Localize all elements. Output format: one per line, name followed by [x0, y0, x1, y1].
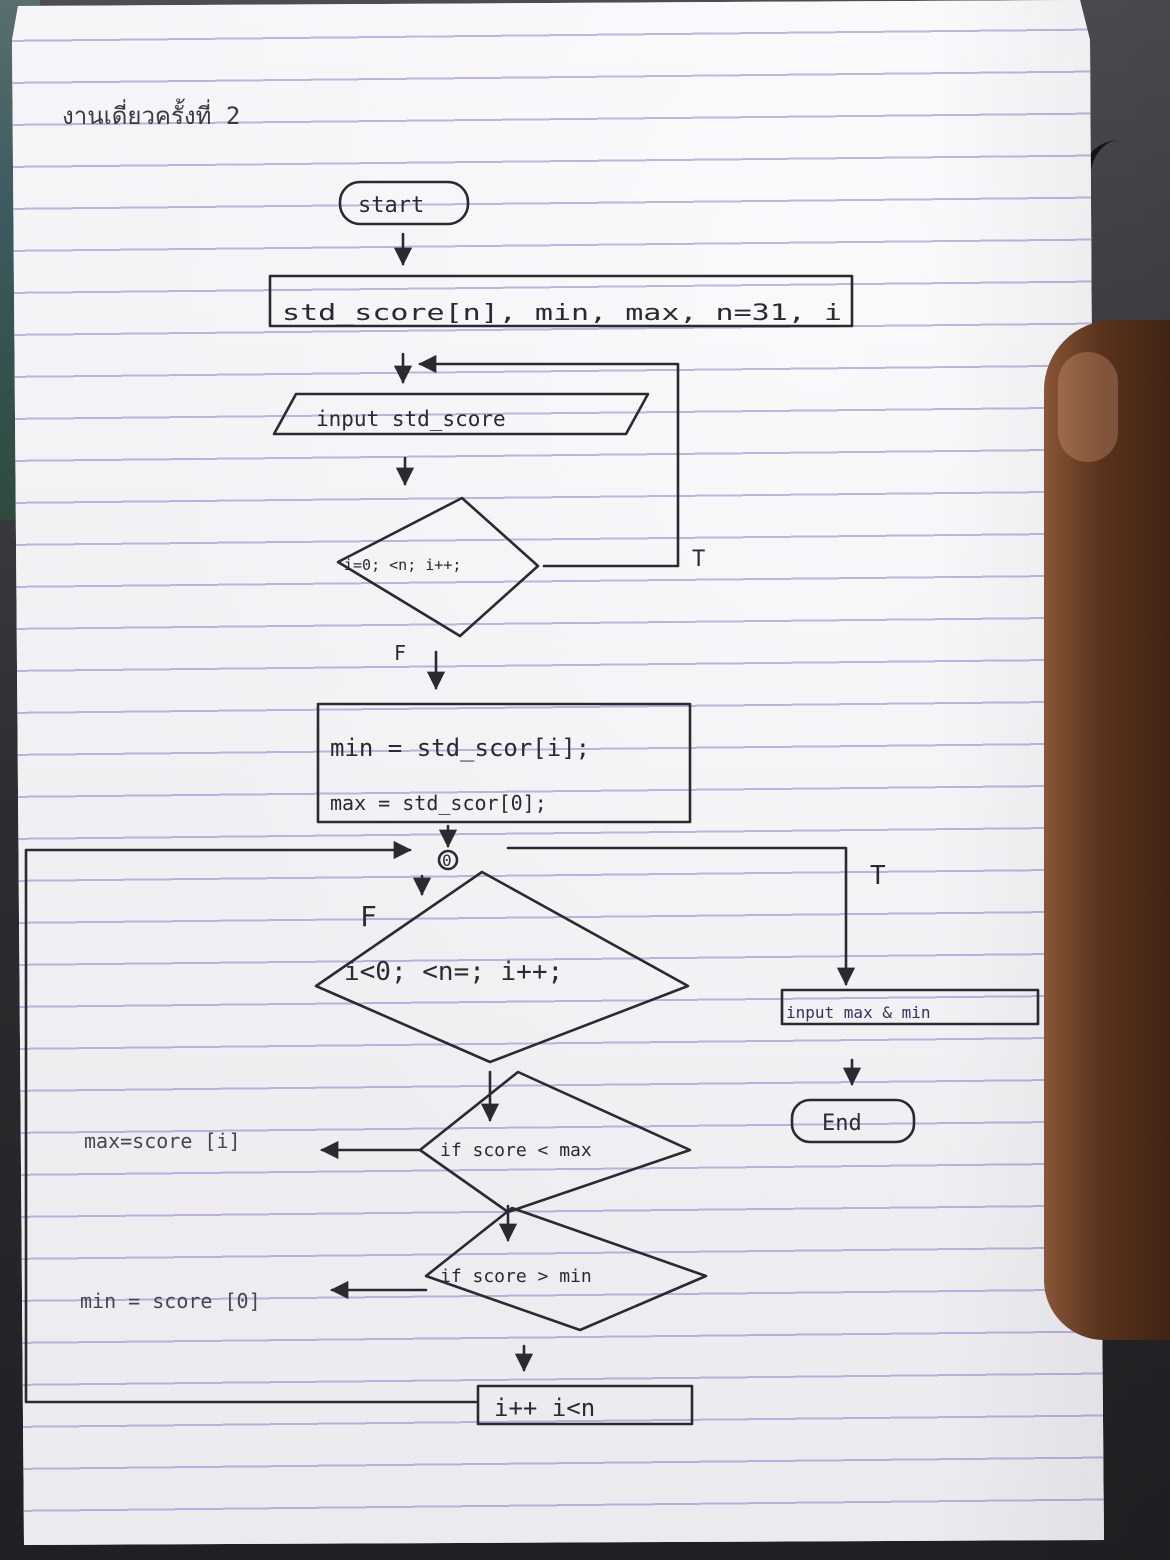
- loop2-true-label: T: [870, 861, 886, 891]
- connector-label: 0: [442, 851, 452, 870]
- connector-circle: [437, 849, 459, 871]
- loop2-false-label: F: [360, 900, 377, 933]
- end-terminal-shape: [790, 1098, 916, 1144]
- input-label: input std_score: [316, 407, 506, 431]
- init-process-shape: [316, 702, 692, 824]
- assignmin-label: min = score [0]: [80, 1289, 261, 1313]
- condmin-decision-shape: [424, 1206, 708, 1332]
- loop1-decision-shape: [336, 496, 540, 638]
- increment-label: i++ i<n: [494, 1394, 595, 1422]
- condmin-label: if score > min: [440, 1266, 592, 1287]
- start-label: start: [358, 193, 424, 218]
- loop1-false-label: F: [394, 641, 406, 665]
- loop1-true-label: T: [692, 547, 705, 572]
- loop1-true-return-line: [418, 354, 680, 568]
- thumbnail-highlight: [1058, 352, 1118, 462]
- condmax-label: if score < max: [440, 1140, 592, 1161]
- start-terminal-shape: [338, 180, 470, 226]
- assignmax-label: max=score [i]: [84, 1129, 241, 1153]
- init-max-label: max = std_scor[0];: [330, 791, 547, 815]
- output-label: input max & min: [786, 1003, 931, 1022]
- end-label: End: [822, 1111, 862, 1136]
- declare-process-shape: [268, 274, 854, 328]
- init-min-label: min = std_scor[i];: [330, 734, 590, 762]
- loop2-label: i<0; <n=; i++;: [344, 957, 563, 987]
- loop2-decision-shape: [314, 870, 690, 1064]
- page-title: งานเดี่ยวครั้งที่ 2: [62, 98, 240, 130]
- holding-hand: [1044, 320, 1170, 1340]
- increment-process-shape: [476, 1384, 694, 1426]
- output-io-shape: [780, 988, 1040, 1026]
- loop2-true-line: [506, 846, 856, 986]
- loop1-label: i=0; <n; i++;: [344, 556, 461, 574]
- loop2-return-line: [24, 840, 478, 1404]
- declare-label: std_score[n], min, max, n=31, i: [282, 301, 842, 326]
- input-io-shape: [272, 392, 650, 436]
